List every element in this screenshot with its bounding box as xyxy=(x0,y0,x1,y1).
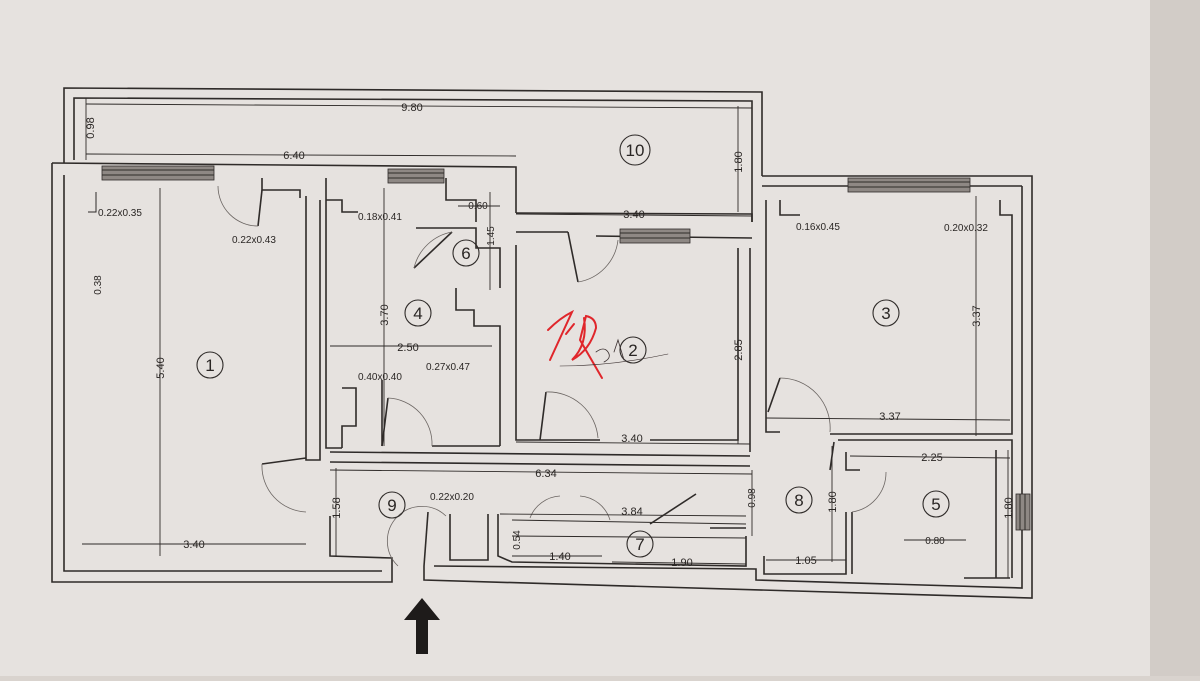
room-10-label: 10 xyxy=(626,141,645,160)
kr-studio-signature-logo xyxy=(547,309,669,379)
dim-r5-height: 1.80 xyxy=(1003,497,1015,518)
dim-r7-length: 3.84 xyxy=(621,506,642,518)
room-4-marker xyxy=(404,299,432,327)
dim-r4-col-a: 0.18x0.41 xyxy=(358,212,402,223)
dim-r4-col-c: 0.40x0.40 xyxy=(358,372,402,383)
dim-r1-width: 3.40 xyxy=(183,539,204,551)
dim-r1-height: 5.40 xyxy=(155,357,167,378)
dim-r7-seg-b: 1.90 xyxy=(671,557,692,569)
door-swings xyxy=(217,185,887,567)
dim-hall-length: 6.34 xyxy=(535,468,556,480)
outer-walls xyxy=(51,87,1033,599)
room-7-marker xyxy=(626,530,654,558)
dim-r4-height: 3.70 xyxy=(379,304,391,325)
room-10-marker xyxy=(619,134,651,166)
dim-r7-depth: 0.54 xyxy=(512,530,523,550)
room-9-label: 9 xyxy=(387,496,396,515)
room-6-label: 6 xyxy=(461,244,470,263)
dim-r4-width: 2.50 xyxy=(397,342,418,354)
room-numbers: 1 2 3 4 5 6 7 8 9 10 xyxy=(196,134,950,558)
dim-r1-col-b: 0.22x0.43 xyxy=(232,235,276,246)
room-8-marker xyxy=(785,486,813,514)
dim-r3-col-b: 0.20x0.32 xyxy=(944,223,988,234)
dim-r1-col-a: 0.22x0.35 xyxy=(98,208,142,219)
dim-r3-col-a: 0.16x0.45 xyxy=(796,222,840,233)
room-3-label: 3 xyxy=(881,304,890,323)
dim-r4-col-b: 0.27x0.47 xyxy=(426,362,470,373)
paper-shadow xyxy=(1150,0,1200,676)
dim-r9-col: 0.22x0.20 xyxy=(430,492,474,503)
room-4-label: 4 xyxy=(413,304,422,323)
dim-r6-height: 1.45 xyxy=(486,226,497,246)
room-9-marker xyxy=(378,491,406,519)
dim-balcony-depth: 0.98 xyxy=(85,117,97,138)
dimension-labels: 9.80 0.98 1.80 6.40 5.40 3.40 0.22x0.35 … xyxy=(85,102,1015,569)
dimension-lines xyxy=(82,98,1011,578)
dim-balcony-length: 9.80 xyxy=(401,102,422,114)
room-3-marker xyxy=(872,299,900,327)
room-6-marker xyxy=(452,239,480,267)
room-5-label: 5 xyxy=(931,495,940,514)
room-7-label: 7 xyxy=(635,535,644,554)
windows xyxy=(101,165,1031,531)
dim-r8-height: 1.80 xyxy=(827,491,839,512)
room-8-label: 8 xyxy=(794,491,803,510)
dim-r6-width: 0.60 xyxy=(468,201,488,212)
dim-r5-fixture: 0.80 xyxy=(925,536,945,547)
up-arrow-icon xyxy=(404,598,440,654)
room-5-marker xyxy=(922,490,950,518)
dim-r5-width: 2.25 xyxy=(921,452,942,464)
room-2-marker xyxy=(619,336,647,364)
dim-balcony-width: 1.80 xyxy=(733,151,745,172)
room-1-label: 1 xyxy=(205,356,214,375)
dim-r2-height: 2.85 xyxy=(733,339,745,360)
dim-r8-gap: 0.98 xyxy=(747,488,758,508)
dim-r3-height: 3.37 xyxy=(971,305,983,326)
dim-r9-height: 1.58 xyxy=(331,497,343,518)
dim-r8-width: 1.05 xyxy=(795,555,816,567)
dim-r2-top: 3.40 xyxy=(623,209,644,221)
room-2-label: 2 xyxy=(628,341,637,360)
dim-r1-niche: 0.38 xyxy=(93,275,104,295)
dim-r7-seg-a: 1.40 xyxy=(549,551,570,563)
dim-r3-width: 3.37 xyxy=(879,411,900,423)
room-1-marker xyxy=(196,351,224,379)
dim-r2-bottom: 3.40 xyxy=(621,433,642,445)
dim-top-length: 6.40 xyxy=(283,150,304,162)
